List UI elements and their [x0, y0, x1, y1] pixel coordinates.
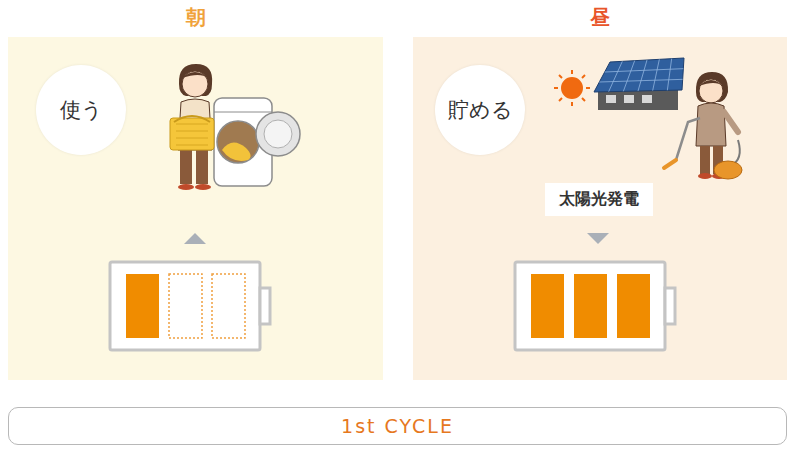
time-panel: 昼貯める太陽光発電 [413, 37, 787, 380]
panel-ground [413, 37, 787, 380]
cycle-bar: 1st CYCLE [8, 407, 787, 445]
source-label: 太陽光発電 [545, 183, 653, 216]
time-panel: 朝使う [8, 37, 383, 380]
woman-with-basket [170, 64, 214, 190]
time-heading: 昼 [413, 4, 787, 31]
down-triangle [587, 233, 609, 244]
sun [554, 70, 590, 106]
battery-one-third [110, 262, 270, 350]
up-triangle [184, 233, 206, 244]
node-text: 貯める [448, 96, 513, 124]
time-heading: 朝 [8, 4, 383, 31]
solar-house [594, 58, 684, 110]
action-circle: 使う [36, 65, 126, 155]
node-text: 使う [60, 96, 103, 124]
node-text: 1st CYCLE [341, 415, 454, 437]
panel-ground [8, 37, 383, 380]
washing-machine [214, 98, 300, 186]
battery-full [515, 262, 675, 350]
action-circle: 貯める [435, 65, 525, 155]
node-text: 太陽光発電 [559, 189, 639, 210]
woman-vacuuming [664, 72, 742, 179]
